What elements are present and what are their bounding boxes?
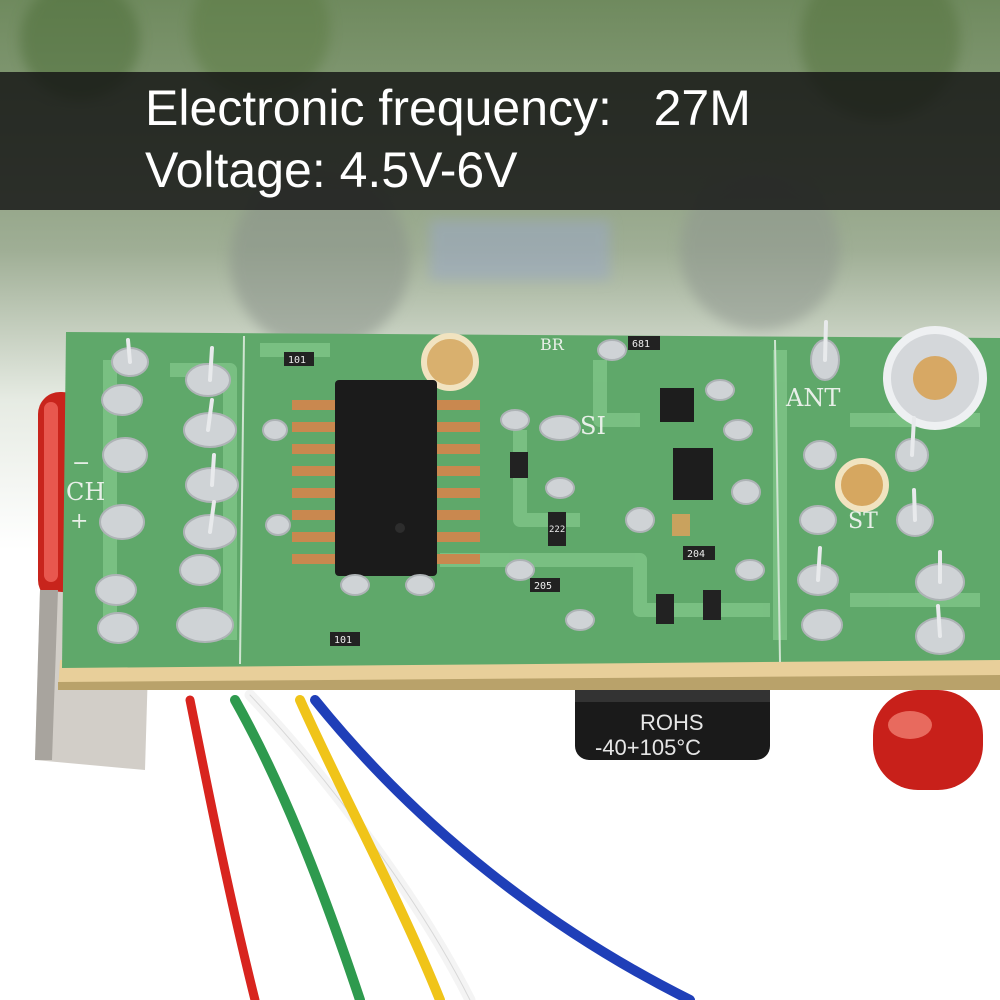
through-hole-pins — [126, 320, 942, 638]
resistor-code-4: 205 — [534, 581, 552, 592]
capacitor-rohs-text: ROHS — [640, 710, 704, 735]
silkscreen-si: SI — [580, 412, 606, 440]
pcb-board: 101 681 222 205 204 101 — [62, 320, 1000, 668]
yellow-wire — [295, 695, 445, 1000]
blue-wire — [310, 695, 695, 1000]
red-wire — [185, 695, 260, 1000]
capacitor-temp-text: -40+105°C — [595, 735, 701, 760]
mounting-hole-center — [421, 333, 479, 391]
resistor-code-1: 101 — [288, 355, 306, 366]
frequency-value: 27M — [653, 80, 751, 136]
transistor-1 — [660, 388, 694, 422]
frequency-line: Electronic frequency: 27M — [145, 80, 751, 136]
red-led-right — [873, 690, 983, 790]
silkscreen-br: BR — [540, 335, 565, 354]
white-wire-outline — [249, 694, 471, 1000]
white-wire — [244, 689, 476, 1000]
frequency-label: Electronic frequency: — [145, 80, 612, 136]
resistor-code-3: 222 — [549, 525, 565, 535]
resistor-code-5: 204 — [687, 549, 705, 560]
silkscreen-ant: ANT — [785, 384, 840, 412]
green-wire — [230, 695, 365, 1000]
resistor-code-2: 681 — [632, 339, 650, 350]
silkscreen-ch: CH — [66, 478, 105, 506]
smd-resistors: 101 681 222 205 204 101 — [284, 336, 721, 646]
silkscreen-plus: + — [70, 509, 88, 534]
wires — [185, 689, 695, 1000]
ic-chip — [292, 380, 480, 576]
electrolytic-capacitor: ROHS -40+105°C — [575, 680, 770, 760]
mounting-hole-right — [835, 458, 889, 512]
silkscreen-st: ST — [848, 509, 878, 534]
voltage-label: Voltage: — [145, 142, 326, 198]
transistor-2 — [673, 448, 713, 500]
spec-banner: Electronic frequency: 27M Voltage: 4.5V-… — [0, 72, 1000, 210]
resistor-code-6: 101 — [334, 635, 352, 646]
voltage-value: 4.5V-6V — [339, 142, 518, 198]
silkscreen-minus: − — [72, 451, 90, 476]
voltage-line: Voltage: 4.5V-6V — [145, 142, 518, 198]
